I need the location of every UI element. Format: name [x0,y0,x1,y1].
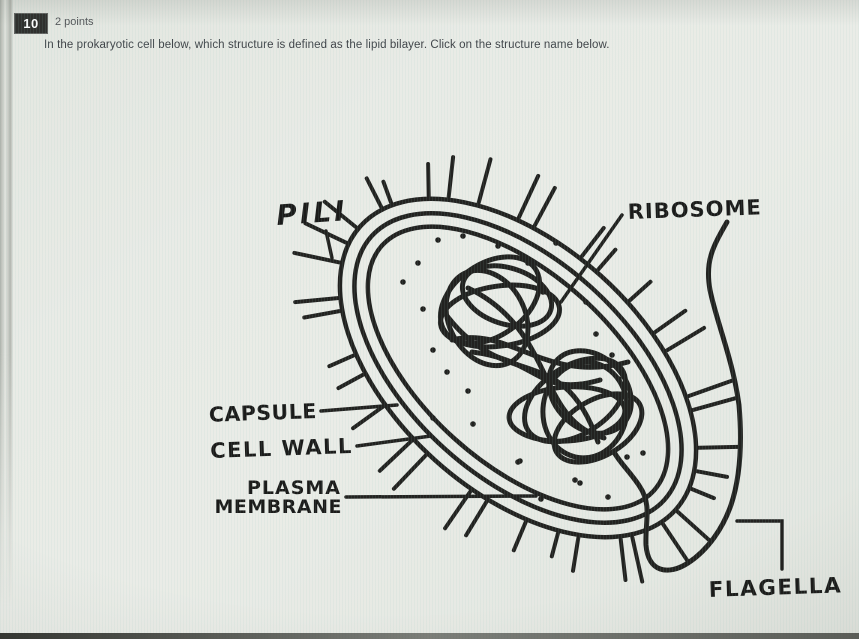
cell-wall-ring [352,211,684,525]
ribosome-dots [400,233,646,502]
label-capsule[interactable]: CAPSULE [208,399,317,427]
flagella-leader [735,519,784,571]
cell-membrane-rings [337,196,699,540]
nucleoid-scribble [437,254,645,465]
label-flagella[interactable]: FLAGELLA [708,573,842,603]
structure-labels: PILI RIBOSOME CAPSULE CELL WALL PLASMA M… [208,194,842,603]
label-cell-wall[interactable]: CELL WALL [210,434,353,463]
pili-leader [324,229,334,260]
capsule-ring [337,196,699,540]
plasma-membrane-ring [365,224,671,512]
label-pili[interactable]: PILI [275,194,348,232]
plasma-membrane-leader [344,494,538,499]
pili-spikes [292,155,740,584]
question-prompt: In the prokaryotic cell below, which str… [44,39,610,51]
label-plasma-membrane-line2[interactable]: MEMBRANE [215,496,343,518]
label-ribosome[interactable]: RIBOSOME [627,195,762,224]
label-plasma-membrane-line1[interactable]: PLASMA [247,477,341,499]
label-leader-lines [319,213,784,571]
question-number-badge: 10 [14,13,48,34]
flagellum-curve [611,219,743,573]
capsule-leader [319,403,399,413]
ribosome-leader [559,213,624,304]
cell-wall-leader [355,434,433,448]
question-points: 2 points [55,16,94,28]
